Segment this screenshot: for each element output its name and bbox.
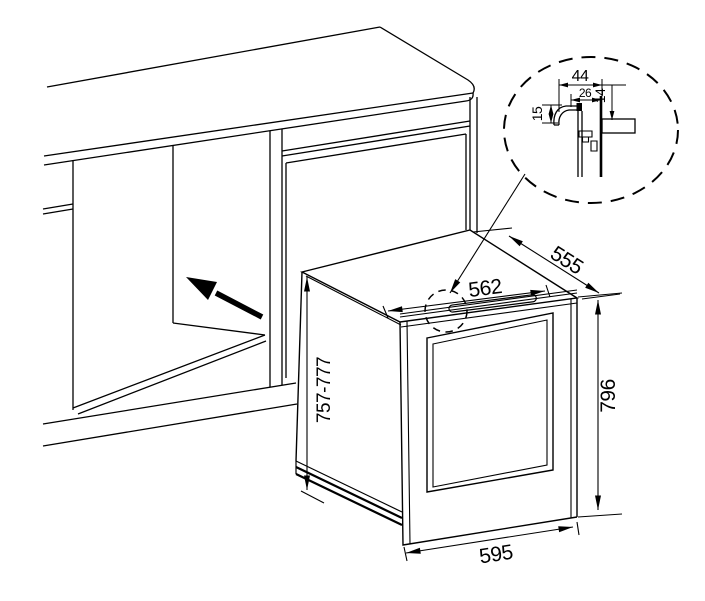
appliance-rear-left-edge [295,271,303,462]
dim-562-line [387,289,546,313]
dim-555-line [508,235,600,294]
countertop-front-top-edge [43,92,474,157]
dim-796-extension-lines [577,292,623,518]
dim-757-label: 757-777 [314,357,335,423]
cabinet-panel-section [577,111,583,177]
dim-562-label: 562 [467,275,503,302]
right-cabinet-door [285,133,467,378]
detail-dimensions [542,79,626,124]
appliance-drawing [295,229,579,546]
dim-595-label: 595 [478,541,515,569]
niche-floor-front-edge [72,334,267,415]
appliance-top-left-band [305,275,402,326]
niche-right-jamb [269,129,283,387]
dim-595-line [405,526,574,554]
niche-floor-back-edge [172,322,266,336]
dim-595-extension-lines [403,521,580,562]
door-edge-lines [400,299,578,545]
dimension-796: 796 [577,292,623,518]
dim-555-extension-lines [472,227,621,300]
mounting-clip-section [578,130,598,152]
cabinet-drawing [42,26,478,447]
dim-555-label: 555 [546,242,587,279]
appliance-body-bottom-edge [295,460,403,513]
left-cabinet-band [42,203,74,215]
detail-callout: 44 26 15 14 [503,56,679,204]
detail-source-circle [424,289,468,333]
glass-door-frame-inner [432,319,548,488]
appliance-top-frame-section [601,118,636,134]
dim-14-label: 14 [592,88,608,103]
insert-direction-arrow-icon [186,277,264,320]
detail-circle [503,56,679,204]
right-cabinet-band [281,120,471,157]
cabinet-right-side-edge [469,97,478,233]
worktop-nose-inner [554,109,578,126]
countertop-front-bottom-edge [43,92,474,166]
glass-door-frame-outer [426,312,554,493]
dimension-757-777: 757-777 [300,277,335,504]
worktop-end-bead [576,103,582,111]
dim-15-label: 15 [529,106,545,121]
countertop-right-edge [379,26,475,94]
appliance-plinth [295,466,403,526]
dimension-595: 595 [403,521,580,569]
dim-796-label: 796 [597,379,620,413]
dim-757-reference-line [300,490,325,504]
cabinet-base-edge [42,382,298,447]
dim-44-label: 44 [572,68,589,85]
detail-leader-line [449,173,526,294]
countertop-back-edge [46,26,381,88]
dim-26-label: 26 [579,86,592,100]
worktop-nose-outer [553,105,580,126]
